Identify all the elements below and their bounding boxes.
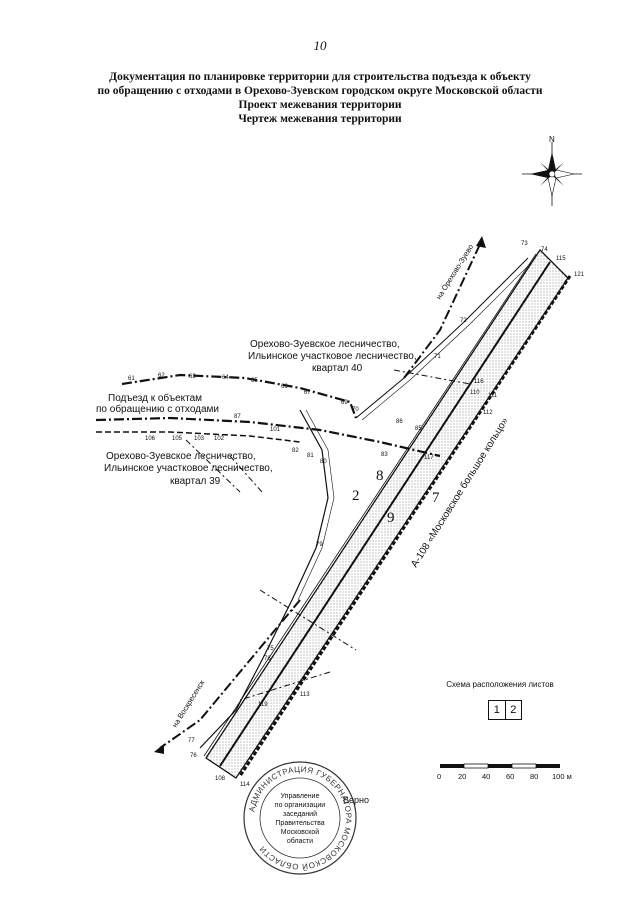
scale-tick: 0 <box>437 772 441 781</box>
plot-number-7: 7 <box>432 490 440 506</box>
plot-boundary-northeast <box>355 257 529 419</box>
plot-number-9: 9 <box>387 510 395 526</box>
arrow-voskresensk-icon <box>154 744 164 754</box>
point-label: 112 <box>483 410 493 416</box>
to-voskresensk-label: на Воскресенск <box>170 678 207 729</box>
point-label: 61 <box>128 376 135 382</box>
arrow-orekhovo-icon <box>476 236 486 248</box>
highway-centerline <box>219 261 551 767</box>
compass-north-label: N <box>549 135 555 144</box>
point-label: 76 <box>190 753 197 759</box>
point-label: 103 <box>194 436 205 442</box>
plot-boundary-west <box>199 409 329 749</box>
point-label: 116 <box>474 379 484 385</box>
quarter-39-label-3: квартал 39 <box>170 476 221 487</box>
point-label: 119 <box>258 702 268 708</box>
sheet-1-cell: 1 <box>493 704 500 716</box>
quarter-boundary-road <box>95 416 441 458</box>
point-label: 70 <box>352 407 359 413</box>
plot-number-8: 8 <box>376 468 384 484</box>
point-label: 71 <box>434 354 441 360</box>
point-label: 67 <box>304 390 311 396</box>
point-label: 82 <box>292 448 299 454</box>
stamp-line: Правительства <box>275 820 324 827</box>
doc-title-line4: Чертеж межевания территории <box>238 113 402 125</box>
direction-orekhovo-line <box>403 239 483 379</box>
page-number: 10 <box>313 38 327 53</box>
sheet-2-cell: 2 <box>504 701 522 719</box>
point-label: 80 <box>320 459 327 465</box>
point-label: 113 <box>300 692 310 698</box>
point-label: 66 <box>281 384 288 390</box>
point-label: 83 <box>381 452 388 458</box>
point-label: 69 <box>341 400 348 406</box>
point-label: 85 <box>415 426 422 432</box>
point-label: 73 <box>521 241 528 247</box>
scale-tick: 100 м <box>552 772 572 781</box>
point-label: 111 <box>488 393 498 399</box>
point-label: 72 <box>460 318 467 324</box>
point-label: 121 <box>574 272 585 278</box>
scale-tick: 20 <box>458 772 466 781</box>
direction-voskresensk-line <box>159 599 301 749</box>
to-orekhovo-label: на Орехово-Зуево <box>434 243 475 301</box>
plot-number-2: 2 <box>352 488 360 504</box>
doc-title-line3: Проект межевания территории <box>238 99 402 111</box>
access-road-label-1: Подъезд к объектам <box>108 392 202 404</box>
official-stamp: АДМИНИСТРАЦИЯ ГУБЕРНАТОРА МОСКОВСКОЙ ОБЛ… <box>243 761 357 875</box>
doc-title-line1: Документация по планировке территории дл… <box>109 71 531 83</box>
verno-mark: Верно <box>343 795 369 805</box>
sheet-scheme-title: Схема расположения листов <box>446 680 554 689</box>
point-label: 115 <box>556 256 566 262</box>
point-label: 75 <box>267 646 274 652</box>
point-label: 105 <box>172 436 183 442</box>
point-label: 79 <box>316 542 323 548</box>
point-label: 65 <box>251 378 258 384</box>
boundary-point-labels: 61 62 63 64 65 66 67 69 70 71 72 73 74 1… <box>128 241 585 788</box>
quarter-40-label-2: Ильинское участковое лесничество, <box>248 351 417 362</box>
point-label: 78 <box>264 656 271 662</box>
point-label: 62 <box>158 373 165 379</box>
highway-edge-dashed <box>238 275 572 777</box>
point-label: 114 <box>240 782 250 788</box>
stamp-line: заседаний <box>283 810 317 818</box>
point-label: 108 <box>215 776 226 782</box>
stamp-line: области <box>287 837 313 845</box>
access-road-label-2: по обращению с отходами <box>96 403 219 415</box>
quarter-39-label-2: Ильинское участковое лесничество, <box>104 463 273 474</box>
point-label: 77 <box>188 738 195 744</box>
compass-rose-icon <box>522 142 582 206</box>
quarter-boundary-north <box>121 373 358 419</box>
highway-corridor <box>205 248 569 779</box>
point-label: 106 <box>145 436 156 442</box>
point-label: 87 <box>234 414 241 420</box>
doc-title-line2: по обращению с отходами в Орехово-Зуевск… <box>97 85 543 97</box>
quarter-40-label-3: квартал 40 <box>312 363 363 374</box>
point-label: 86 <box>396 419 403 425</box>
quarter-40-label-1: Орехово-Зуевское лесничество, <box>250 339 400 350</box>
point-label: 74 <box>541 247 548 253</box>
point-label: 63 <box>189 374 196 380</box>
sheet-scheme: 1 2 <box>488 700 522 720</box>
scale-tick: 80 <box>530 772 538 781</box>
stamp-line: Московской <box>281 828 320 836</box>
point-label: 64 <box>222 375 229 381</box>
point-label: 110 <box>470 390 480 396</box>
scale-tick: 60 <box>506 772 514 781</box>
point-label: 117 <box>424 455 434 461</box>
point-label: 81 <box>307 453 314 459</box>
stamp-line: по организации <box>275 802 326 809</box>
scale-tick: 40 <box>482 772 490 781</box>
stamp-line: Управление <box>281 793 320 800</box>
scale-bar: 0 20 40 60 80 100 м <box>437 763 572 781</box>
point-label: 102 <box>214 436 225 442</box>
quarter-39-label-1: Орехово-Зуевское лесничество, <box>106 451 256 462</box>
point-label: 101 <box>270 427 281 433</box>
